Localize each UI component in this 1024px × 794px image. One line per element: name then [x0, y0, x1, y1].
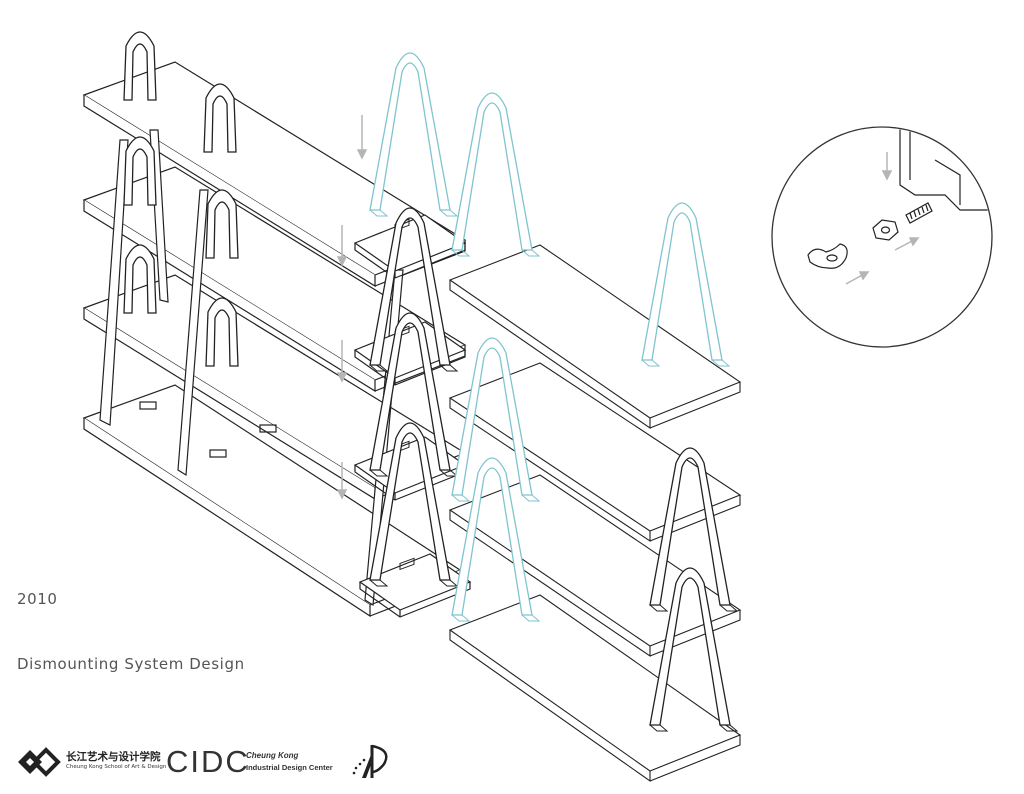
school-name-en: Cheung Kong School of Art & Design [66, 764, 167, 770]
ad-logo-icon [352, 744, 388, 778]
school-name-cn: 长江艺术与设计学院 [66, 751, 161, 763]
bolt-icon [905, 202, 933, 224]
project-year: 2010 [17, 590, 58, 608]
assembly-arrow [336, 115, 368, 500]
cidc-logo: CIDC [166, 744, 250, 779]
hex-nut-icon [872, 219, 899, 241]
bracket [369, 52, 458, 217]
footer-logos: 长江艺术与设计学院 Cheung Kong School of Art & De… [16, 742, 436, 782]
school-logo-icon [18, 747, 61, 777]
hardware-detail [771, 126, 993, 348]
bracket [641, 202, 730, 367]
project-title: Dismounting System Design [17, 655, 245, 673]
wing-nut-icon [807, 243, 848, 269]
cidc-name-line2: Industrial Design Center [246, 763, 333, 772]
assembly-arrow [845, 152, 920, 285]
ghost-bracket [369, 52, 458, 217]
cidc-name-line1: Cheung Kong [246, 751, 299, 760]
exploded-shelf [448, 244, 742, 783]
bracket [451, 92, 540, 257]
